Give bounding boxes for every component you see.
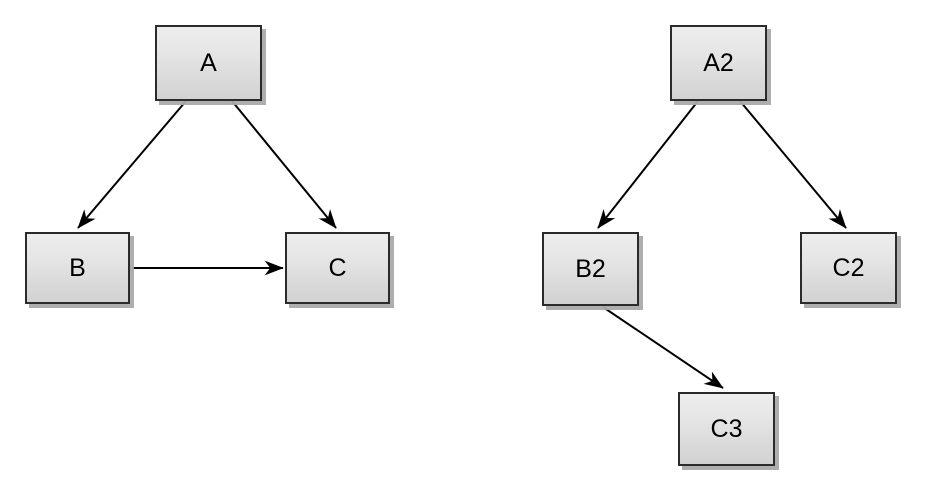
edge-a2-to-c2[interactable] xyxy=(739,100,847,229)
node-label: B2 xyxy=(575,254,606,283)
edge-a2-to-b2[interactable] xyxy=(597,100,699,229)
node-b2[interactable]: B2 xyxy=(542,232,639,306)
edge-b2-to-c3[interactable] xyxy=(602,306,724,389)
node-c3[interactable]: C3 xyxy=(678,392,775,466)
node-label: C2 xyxy=(832,253,865,282)
edges-group xyxy=(77,100,847,389)
node-label: B xyxy=(69,253,86,282)
node-label: C xyxy=(328,253,347,282)
edge-a-to-b[interactable] xyxy=(77,100,187,229)
node-label: A2 xyxy=(703,48,734,77)
node-c2[interactable]: C2 xyxy=(800,232,897,304)
edge-a-to-c[interactable] xyxy=(231,100,337,229)
node-label: C3 xyxy=(710,414,743,443)
node-a[interactable]: A xyxy=(155,25,262,101)
node-label: A xyxy=(200,48,217,77)
node-a2[interactable]: A2 xyxy=(670,25,767,101)
node-c[interactable]: C xyxy=(285,232,390,304)
node-b[interactable]: B xyxy=(25,232,130,304)
